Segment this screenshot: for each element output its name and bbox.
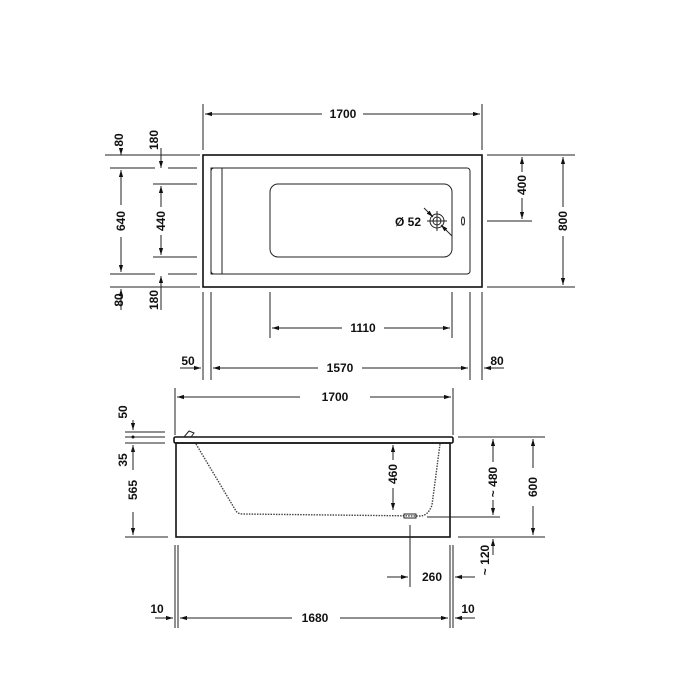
- dim-body-height: 565: [126, 480, 140, 500]
- top-view: Ø 52 1700 80 180 640 440 80 180: [105, 104, 575, 380]
- dim-right-rim: 80: [490, 354, 504, 368]
- tub-body-side: [175, 442, 451, 538]
- dim-overall-length-top: 1700: [330, 107, 357, 121]
- dim-overall-length-side: 1700: [322, 390, 349, 404]
- dim-drain-offset: 260: [422, 570, 442, 584]
- basin: [269, 183, 453, 258]
- side-view: 1700 50 35 565 460 ~ 480 600 ~ 120: [116, 388, 545, 628]
- dim-rim-step: 35: [116, 453, 130, 467]
- spout-icon: [183, 430, 195, 438]
- dim-water-depth: 460: [386, 464, 400, 484]
- dim-left-bottom-outer: 80: [112, 293, 126, 307]
- inner-basin-profile: [195, 443, 441, 517]
- dim-left-gap: 10: [150, 602, 164, 616]
- dim-left-top-outer: 80: [112, 133, 126, 147]
- dim-inner-length: 1570: [327, 361, 354, 375]
- drain-diameter-label: Ø 52: [395, 215, 421, 229]
- drain-side: [403, 513, 417, 519]
- drain-icon: [427, 211, 447, 231]
- dim-drain-position: 400: [515, 175, 529, 195]
- dim-drain-clearance: ~ 120: [478, 544, 492, 575]
- dim-right-gap: 10: [461, 602, 475, 616]
- dim-rim-top: 50: [116, 405, 130, 419]
- dim-left-bottom-inner: 180: [147, 290, 161, 310]
- headrest-strip: [210, 167, 223, 275]
- dim-inner-width: 640: [114, 211, 128, 231]
- tub-outline-top: [202, 154, 483, 288]
- dim-left-rim: 50: [181, 354, 195, 368]
- dim-depth-to-drain: ~ 480: [486, 466, 500, 497]
- dim-panel-length: 1680: [302, 611, 329, 625]
- dim-overall-width: 800: [556, 211, 570, 231]
- dim-left-top-inner: 180: [147, 130, 161, 150]
- overflow-icon: [461, 216, 465, 226]
- dim-basin-width: 440: [154, 211, 168, 231]
- dim-overall-height: 600: [526, 477, 540, 497]
- dim-basin-length: 1110: [350, 321, 376, 335]
- tub-rim-side: [173, 436, 454, 444]
